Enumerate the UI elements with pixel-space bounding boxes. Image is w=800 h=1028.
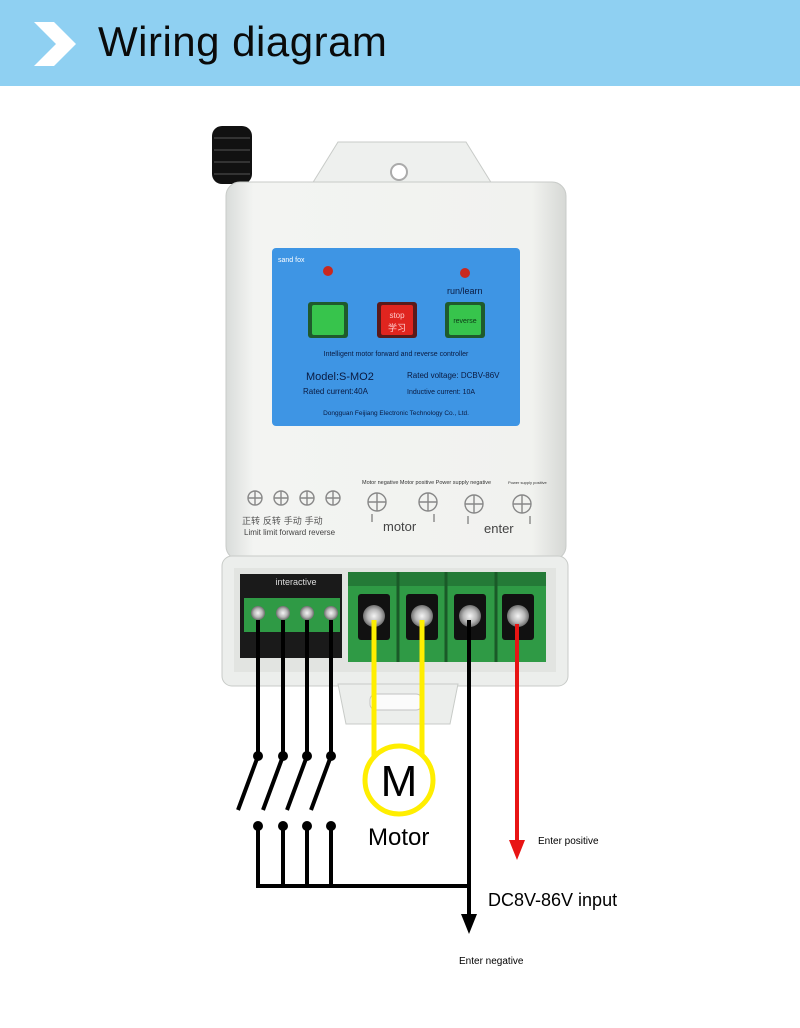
svg-text:M: M [381,757,418,806]
reverse-button[interactable]: reverse [445,302,485,338]
positive-wire [509,624,525,860]
page-title: Wiring diagram [98,18,388,65]
run-learn-label: run/learn [447,286,483,296]
svg-text:stop: stop [389,311,405,320]
negative-wire [461,620,477,934]
model-text: Model:S-MO2 [306,371,374,383]
printed-terminal-labels: Motor negative Motor positive Power supp… [242,480,547,537]
rated-current: Rated current:40A [303,387,369,396]
svg-text:学习: 学习 [388,322,406,334]
svg-text:Limit limit forward reverse: Limit limit forward reverse [244,528,336,537]
enter-group-label: enter [484,521,514,536]
chevron-right-icon [34,22,76,66]
motor-group-label: motor [383,519,417,534]
interactive-label: interactive [275,577,316,587]
manufacturer: Dongguan Feijiang Electronic Technology … [323,410,469,417]
svg-text:reverse: reverse [453,318,476,325]
terminal-blocks: interactive [240,572,546,662]
limit-switch-wires [236,620,470,888]
brand-text: sand fox [278,257,305,264]
svg-text:Motor negative Motor positive: Motor negative Motor positive Power supp… [362,480,491,486]
motor-label: Motor [368,824,429,851]
status-led-right [460,268,470,278]
svg-text:Power supply positive: Power supply positive [508,480,547,485]
svg-text:正转 反转 手动 手动: 正转 反转 手动 手动 [242,515,323,527]
inductive-current: Inductive current: 10A [407,389,475,396]
motor-wires [371,620,425,770]
stop-learn-button[interactable]: stop 学习 [377,302,417,338]
motor-symbol: M [362,743,436,817]
status-led-left [323,266,333,276]
forward-button[interactable] [308,302,348,338]
input-voltage-label: DC8V-86V input [488,890,617,910]
enter-negative-label: Enter negative [459,956,524,967]
product-line: Intelligent motor forward and reverse co… [324,351,469,358]
header-banner: Wiring diagram [0,0,800,86]
control-panel: sand fox run/learn stop 学习 reverse Intel… [272,248,520,426]
rated-voltage: Rated voltage: DCBV-86V [407,371,500,380]
enter-positive-label: Enter positive [538,836,599,847]
switch-nodes [253,751,336,831]
